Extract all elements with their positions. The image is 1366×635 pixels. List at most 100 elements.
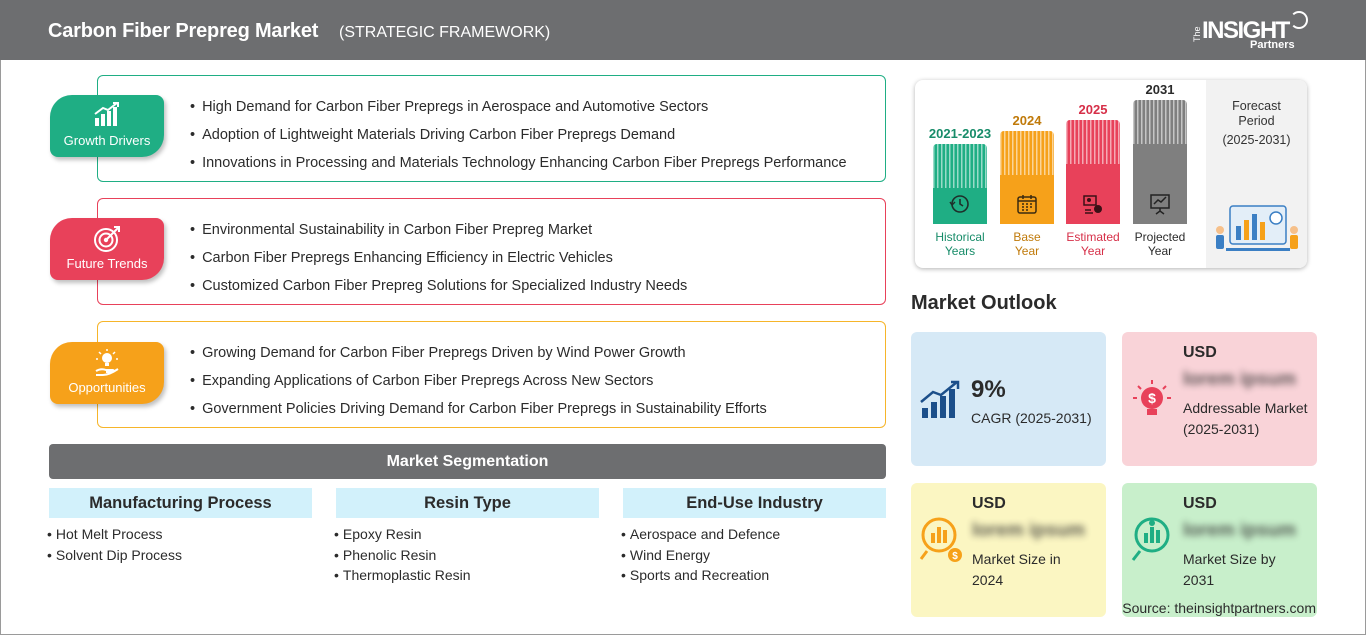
- timeline-label-line1: Base: [1013, 230, 1041, 244]
- addressable-value-blurred: lorem ipsum: [1183, 369, 1296, 390]
- size-2024-label: Market Size in 2024: [972, 551, 1061, 588]
- page-subtitle: (STRATEGIC FRAMEWORK): [339, 24, 551, 41]
- market-size-2031-card: USD lorem ipsum Market Size by 2031: [1122, 483, 1317, 617]
- list-item: Adoption of Lightweight Materials Drivin…: [190, 121, 847, 149]
- svg-text:$: $: [1148, 390, 1156, 406]
- addressable-market-card: $ USD lorem ipsum Addressable Market (20…: [1122, 332, 1317, 466]
- growth-drivers-badge: Growth Drivers: [50, 95, 164, 157]
- size-2031-label: Market Size by 2031: [1183, 551, 1276, 588]
- forecast-period-panel: Forecast Period (2025-2031): [1206, 80, 1307, 268]
- list-item: Growing Demand for Carbon Fiber Prepregs…: [190, 339, 767, 367]
- market-segmentation-heading: Market Segmentation: [49, 444, 886, 479]
- dollar-bulb-icon: $: [1133, 380, 1171, 415]
- opportunities-label: Opportunities: [68, 380, 146, 395]
- future-trends-badge: Future Trends: [50, 218, 164, 280]
- svg-text:$: $: [952, 551, 958, 562]
- forecast-label-line2: Period: [1238, 114, 1275, 128]
- source-citation: Source: theinsightpartners.com: [1122, 600, 1316, 616]
- segment-list-resin-type: Epoxy Resin Phenolic Resin Thermoplastic…: [334, 524, 471, 586]
- timeline-bar: [1133, 100, 1187, 224]
- future-trends-box: Environmental Sustainability in Carbon F…: [97, 198, 886, 305]
- segment-heading-manufacturing-process: Manufacturing Process: [49, 488, 312, 518]
- list-item: Aerospace and Defence: [621, 524, 780, 545]
- bar-stripes: [933, 144, 987, 188]
- timeline-label-line2: Year: [1147, 244, 1173, 258]
- estimate-icon: [1083, 195, 1102, 214]
- list-item: Hot Melt Process: [47, 524, 182, 545]
- timeline-year: 2031: [1145, 82, 1175, 97]
- analytics-people-icon: [1216, 205, 1298, 251]
- segment-list-manufacturing-process: Hot Melt Process Solvent Dip Process: [47, 524, 182, 565]
- lightbulb-hand-icon: [95, 349, 119, 376]
- presentation-icon: [1150, 194, 1170, 215]
- list-item: Solvent Dip Process: [47, 545, 182, 566]
- list-item: Carbon Fiber Prepregs Enhancing Efficien…: [190, 244, 687, 272]
- list-item: Thermoplastic Resin: [334, 565, 471, 586]
- size-2031-currency: USD: [1183, 495, 1217, 512]
- addressable-label: Addressable Market (2025-2031): [1183, 400, 1308, 437]
- addressable-currency: USD: [1183, 344, 1217, 361]
- timeline-bar: [1066, 120, 1120, 224]
- list-item: Innovations in Processing and Materials …: [190, 149, 847, 177]
- logo-the-text: The: [1192, 26, 1202, 42]
- cagr-card: 9% CAGR (2025-2031): [911, 332, 1106, 466]
- calendar-icon: [1017, 195, 1037, 214]
- cagr-label: CAGR (2025-2031): [971, 410, 1092, 426]
- timeline-label-line2: Year: [1014, 244, 1040, 258]
- list-item: Environmental Sustainability in Carbon F…: [190, 216, 687, 244]
- market-outlook-title: Market Outlook: [911, 292, 1057, 314]
- size-2024-currency: USD: [972, 495, 1006, 512]
- list-item: Expanding Applications of Carbon Fiber P…: [190, 367, 767, 395]
- target-icon: [94, 226, 120, 252]
- timeline-label-line1: Estimated: [1066, 230, 1120, 244]
- size-2024-value-blurred: lorem ipsum: [972, 520, 1085, 541]
- market-size-2024-card: $ USD lorem ipsum Market Size in 2024: [911, 483, 1106, 617]
- dollar-chart-icon: $: [919, 517, 962, 562]
- segment-list-end-use-industry: Aerospace and Defence Wind Energy Sports…: [621, 524, 780, 586]
- bar-stripes: [1133, 100, 1187, 144]
- history-icon: [949, 195, 969, 213]
- insight-partners-logo: The INSIGHT Partners: [1192, 8, 1312, 54]
- timeline-label-line2: Years: [944, 244, 976, 258]
- page-title: Carbon Fiber Prepreg Market: [48, 20, 319, 42]
- growth-drivers-list: High Demand for Carbon Fiber Prepregs in…: [190, 93, 847, 177]
- growth-drivers-box: High Demand for Carbon Fiber Prepregs in…: [97, 75, 886, 182]
- list-item: Epoxy Resin: [334, 524, 471, 545]
- opportunities-box: Growing Demand for Carbon Fiber Prepregs…: [97, 321, 886, 428]
- logo-partners-text: Partners: [1250, 39, 1295, 51]
- list-item: Sports and Recreation: [621, 565, 780, 586]
- dollar-chart-icon: [1131, 517, 1170, 561]
- growth-chart-icon: [920, 380, 960, 418]
- opportunities-badge: Opportunities: [50, 342, 164, 404]
- forecast-period-range: (2025-2031): [1222, 133, 1291, 147]
- logo-insight-text: INSIGHT: [1202, 17, 1290, 44]
- bar-stripes: [1000, 131, 1054, 175]
- timeline-label-line1: Projected: [1134, 230, 1186, 244]
- bar-stripes: [1066, 120, 1120, 164]
- future-trends-list: Environmental Sustainability in Carbon F…: [190, 216, 687, 300]
- cagr-value: 9%: [971, 376, 1006, 403]
- timeline-year: 2024: [1012, 113, 1042, 128]
- timeline-label-line1: Historical: [935, 230, 985, 244]
- segment-heading-end-use-industry: End-Use Industry: [623, 488, 886, 518]
- forecast-label-line1: Forecast: [1232, 99, 1281, 113]
- list-item: Customized Carbon Fiber Prepreg Solution…: [190, 272, 687, 300]
- list-item: Phenolic Resin: [334, 545, 471, 566]
- list-item: Wind Energy: [621, 545, 780, 566]
- growth-chart-icon: [94, 102, 119, 126]
- timeline-year: 2021-2023: [928, 126, 992, 141]
- size-2031-value-blurred: lorem ipsum: [1183, 520, 1296, 541]
- timeline-year: 2025: [1078, 102, 1108, 117]
- future-trends-label: Future Trends: [66, 256, 148, 271]
- header-bar: Carbon Fiber Prepreg Market (STRATEGIC F…: [0, 0, 1366, 60]
- timeline-label-line2: Year: [1080, 244, 1106, 258]
- list-item: High Demand for Carbon Fiber Prepregs in…: [190, 93, 847, 121]
- growth-drivers-label: Growth Drivers: [63, 133, 151, 148]
- logo-arc-icon: [1290, 11, 1308, 29]
- list-item: Government Policies Driving Demand for C…: [190, 395, 767, 423]
- opportunities-list: Growing Demand for Carbon Fiber Prepregs…: [190, 339, 767, 423]
- timeline-bar: [933, 144, 987, 224]
- timeline-bar: [1000, 131, 1054, 224]
- segment-heading-resin-type: Resin Type: [336, 488, 599, 518]
